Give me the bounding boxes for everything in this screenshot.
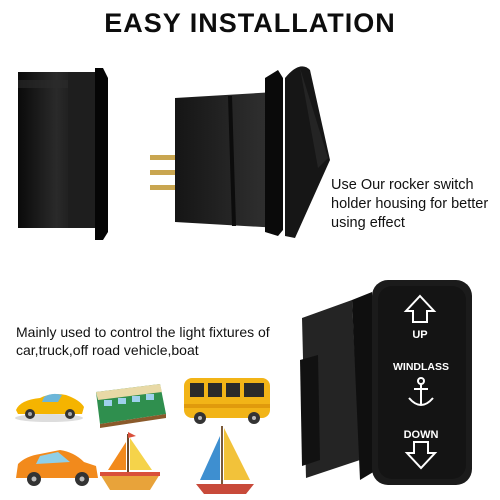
switch-label-function: WINDLASS xyxy=(393,361,449,373)
sports-car-icon xyxy=(15,393,84,422)
switch-label-up: UP xyxy=(412,329,427,341)
hatchback-car-icon xyxy=(16,450,98,486)
anchor-icon xyxy=(408,377,434,406)
up-arrow-icon xyxy=(403,294,437,323)
ship-icon xyxy=(100,432,160,490)
down-arrow-icon xyxy=(404,441,438,470)
usage-caption: Mainly used to control the light fixture… xyxy=(16,324,270,358)
train-icon xyxy=(96,384,166,428)
page-title: EASY INSTALLATION xyxy=(104,8,396,38)
sailboat-icon xyxy=(196,426,254,494)
switch-label-down: DOWN xyxy=(404,429,439,441)
bus-icon xyxy=(184,378,270,424)
housing-caption: Use Our rocker switch holder housing for… xyxy=(331,177,489,231)
